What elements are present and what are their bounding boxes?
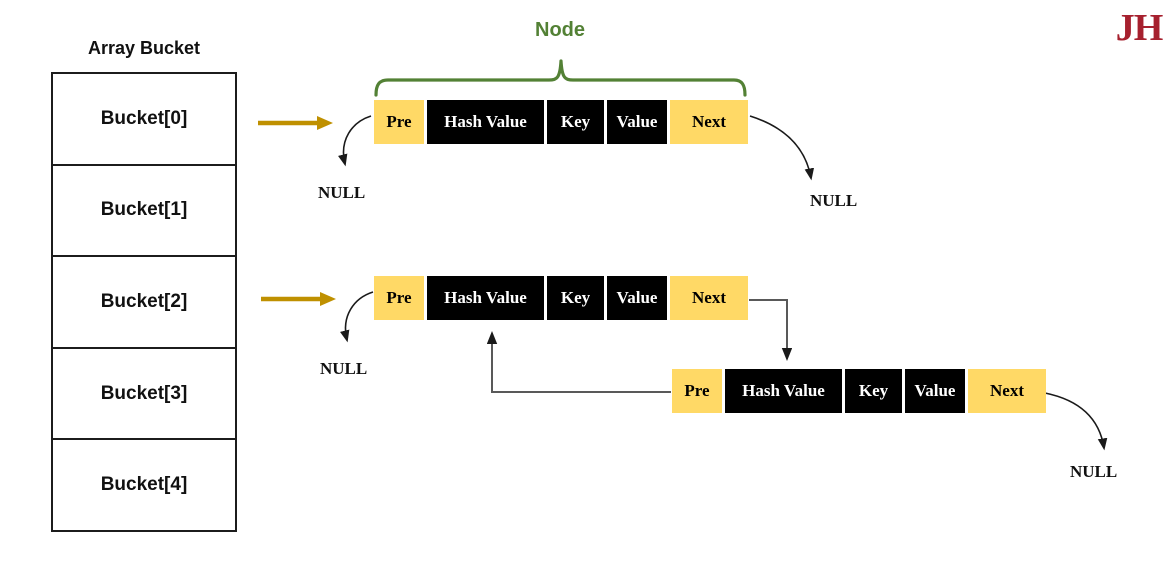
bucket-2: Bucket[2] xyxy=(53,257,235,349)
bucket-4: Bucket[4] xyxy=(100,474,188,496)
node0-next-cell: Next xyxy=(670,100,748,144)
node1-key-cell: Key xyxy=(547,276,604,320)
null-label-node2-next: NULL xyxy=(1070,462,1118,481)
node2-hash-cell: Hash Value xyxy=(725,369,842,413)
node1-next-to-node2-connector xyxy=(749,299,793,361)
node0-hash-cell: Hash Value xyxy=(427,100,544,144)
bucket-0: Bucket[0] xyxy=(53,74,235,166)
node-annotation-label: Node xyxy=(535,19,585,41)
bucket0-pointer-arrow xyxy=(258,116,333,130)
array-bucket-title: Array Bucket xyxy=(87,38,201,58)
node0-key-cell: Key xyxy=(547,100,604,144)
node0-pre-cell: Pre xyxy=(374,100,424,144)
node2-pre-cell: Pre xyxy=(672,369,722,413)
node-row-2: Pre Hash Value Key Value Next xyxy=(672,369,1046,413)
node0-next-null-arrow xyxy=(749,115,815,181)
node2-value-cell: Value xyxy=(905,369,965,413)
bucket-1: Bucket[1] xyxy=(53,166,235,258)
node2-next-null-arrow xyxy=(1044,392,1108,451)
node2-pre-to-node1-connector xyxy=(486,331,671,393)
node1-next-cell: Next xyxy=(670,276,748,320)
array-bucket-stack: Bucket[0] Bucket[1] Bucket[2] Bucket[3] … xyxy=(51,72,237,532)
null-label-node0-pre: NULL xyxy=(318,183,366,202)
node1-pre-null-arrow xyxy=(340,291,374,343)
node2-key-cell: Key xyxy=(845,369,902,413)
node-row-1: Pre Hash Value Key Value Next xyxy=(374,276,748,320)
node0-pre-null-arrow xyxy=(338,115,372,167)
node-brace xyxy=(374,59,747,97)
jh-logo: JH xyxy=(1115,7,1164,49)
bucket2-pointer-arrow xyxy=(261,292,336,306)
node-row-0: Pre Hash Value Key Value Next xyxy=(374,100,748,144)
node1-value-cell: Value xyxy=(607,276,667,320)
node2-next-cell: Next xyxy=(968,369,1046,413)
null-label-node0-next: NULL xyxy=(810,191,858,210)
node0-value-cell: Value xyxy=(607,100,667,144)
bucket-3: Bucket[3] xyxy=(53,349,235,441)
node1-pre-cell: Pre xyxy=(374,276,424,320)
node1-hash-cell: Hash Value xyxy=(427,276,544,320)
null-label-node1-pre: NULL xyxy=(320,359,368,378)
